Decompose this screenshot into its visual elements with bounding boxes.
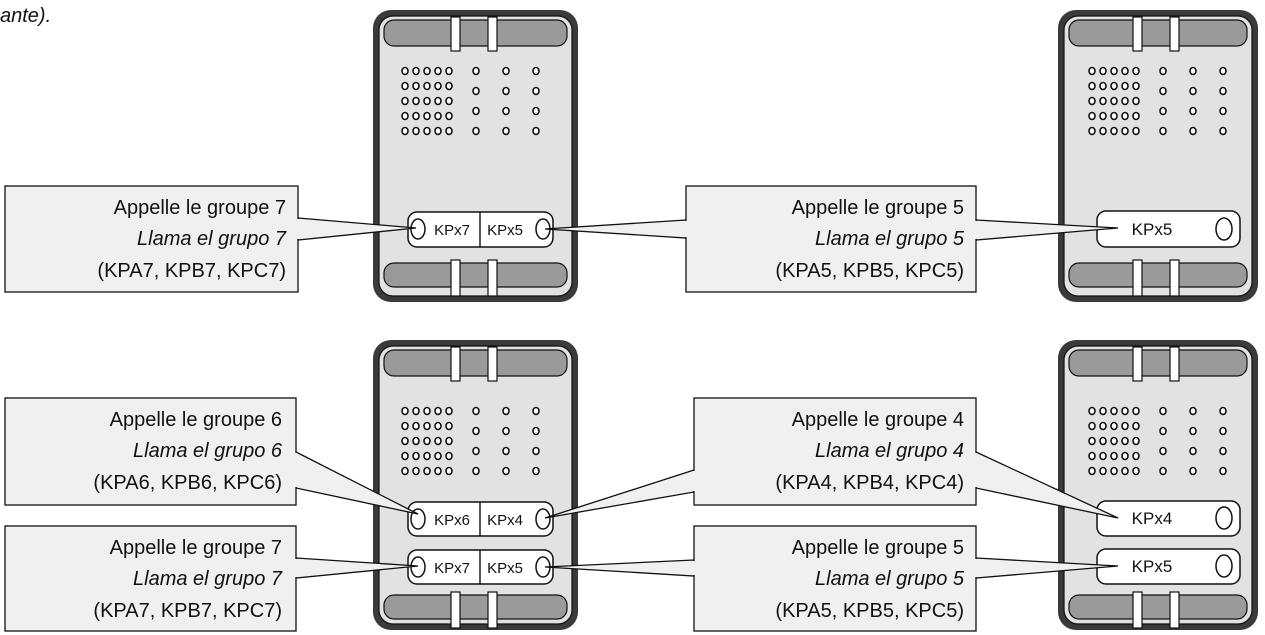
callout-es: Llama el grupo 7 [137, 228, 287, 250]
callout-codes: (KPA7, KPB7, KPC7) [93, 600, 282, 622]
callout-bottom-right-2: Appelle le groupe 5 Llama el grupo 5 (KP… [544, 525, 1119, 632]
button-label: KPx4 [487, 512, 523, 529]
button-label: KPx5 [1132, 557, 1173, 576]
button-label: KPx5 [487, 560, 523, 577]
intercom-panel-2: KPx5 [1058, 10, 1258, 302]
callout-fr: Appelle le groupe 6 [110, 409, 282, 431]
callout-codes: (KPA5, KPB5, KPC5) [775, 260, 964, 282]
led-icon [1215, 554, 1233, 578]
intercom-panel-3: KPx6 KPx4 KPx7 KPx5 [373, 340, 578, 630]
button-label: KPx4 [1132, 509, 1173, 528]
button-label: KPx5 [487, 222, 523, 239]
callout-bottom-left-2: Appelle le groupe 7 Llama el grupo 7 (KP… [4, 525, 419, 632]
callout-fr: Appelle le groupe 5 [792, 537, 964, 559]
led-left-icon [410, 218, 426, 240]
callout-codes: (KPA7, KPB7, KPC7) [97, 260, 286, 282]
led-icon [1215, 217, 1233, 241]
button-single-p4a[interactable] [1096, 500, 1241, 537]
callout-codes: (KPA4, KPB4, KPC4) [775, 472, 964, 494]
callout-fr: Appelle le groupe 5 [792, 197, 964, 219]
intro-fragment: ante). [0, 5, 51, 27]
callout-es: Llama el grupo 6 [133, 440, 283, 462]
callout-codes: (KPA5, KPB5, KPC5) [775, 600, 964, 622]
callout-top-right: Appelle le groupe 5 Llama el grupo 5 (KP… [544, 185, 1119, 293]
callout-es: Llama el grupo 4 [815, 440, 964, 462]
callout-es: Llama el grupo 5 [815, 568, 965, 590]
button-label: KPx5 [1132, 220, 1173, 239]
callout-fr: Appelle le groupe 7 [114, 197, 286, 219]
button-label: KPx7 [434, 222, 470, 239]
led-right-icon [535, 508, 551, 530]
callout-top-left: Appelle le groupe 7 Llama el grupo 7 (KP… [4, 185, 417, 293]
callout-es: Llama el grupo 7 [133, 568, 283, 590]
callout-es: Llama el grupo 5 [815, 228, 965, 250]
button-label: KPx7 [434, 560, 470, 577]
callout-codes: (KPA6, KPB6, KPC6) [93, 472, 282, 494]
intercom-panel-1: KPx7 KPx5 [373, 10, 578, 302]
callout-bottom-left-1: Appelle le groupe 6 Llama el grupo 6 (KP… [4, 397, 419, 515]
led-left-icon [410, 508, 426, 530]
callout-fr: Appelle le groupe 7 [110, 537, 282, 559]
intercom-panel-4: KPx4 KPx5 [1058, 340, 1258, 630]
led-icon [1215, 506, 1233, 530]
callout-bottom-right-1: Appelle le groupe 4 Llama el grupo 4 (KP… [544, 397, 1119, 519]
callout-fr: Appelle le groupe 4 [792, 409, 964, 431]
button-label: KPx6 [434, 512, 470, 529]
